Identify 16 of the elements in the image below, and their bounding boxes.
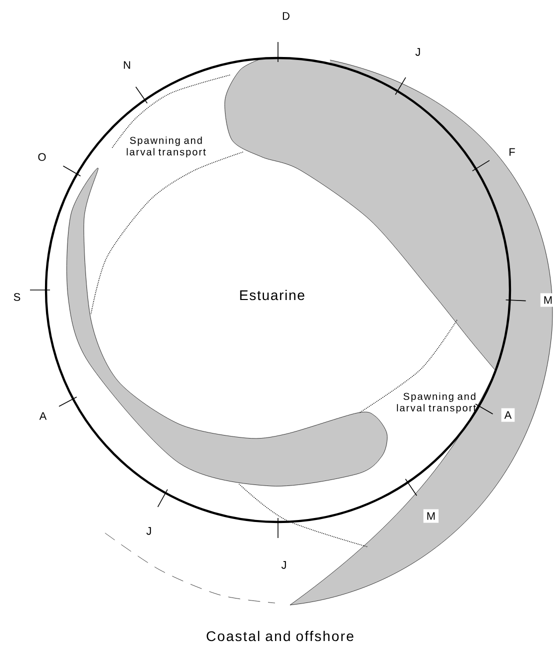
- month-label: M: [540, 293, 556, 307]
- month-label: J: [146, 527, 151, 535]
- month-label: S: [14, 293, 20, 301]
- region-label: Coastal and offshore: [206, 630, 354, 642]
- month-label: J: [281, 561, 286, 569]
- month-label: M: [423, 509, 439, 523]
- month-label: D: [282, 12, 290, 20]
- month-label: O: [38, 153, 46, 161]
- annotation-text: Spawning and larval transport: [396, 392, 476, 414]
- month-label: J: [415, 48, 420, 56]
- region-label: Estuarine: [240, 290, 304, 300]
- month-label: F: [510, 148, 515, 156]
- annotation-text: Spawning and larval transport: [126, 136, 206, 158]
- month-label: A: [501, 408, 515, 422]
- month-label: A: [39, 412, 47, 420]
- month-label: N: [124, 61, 130, 69]
